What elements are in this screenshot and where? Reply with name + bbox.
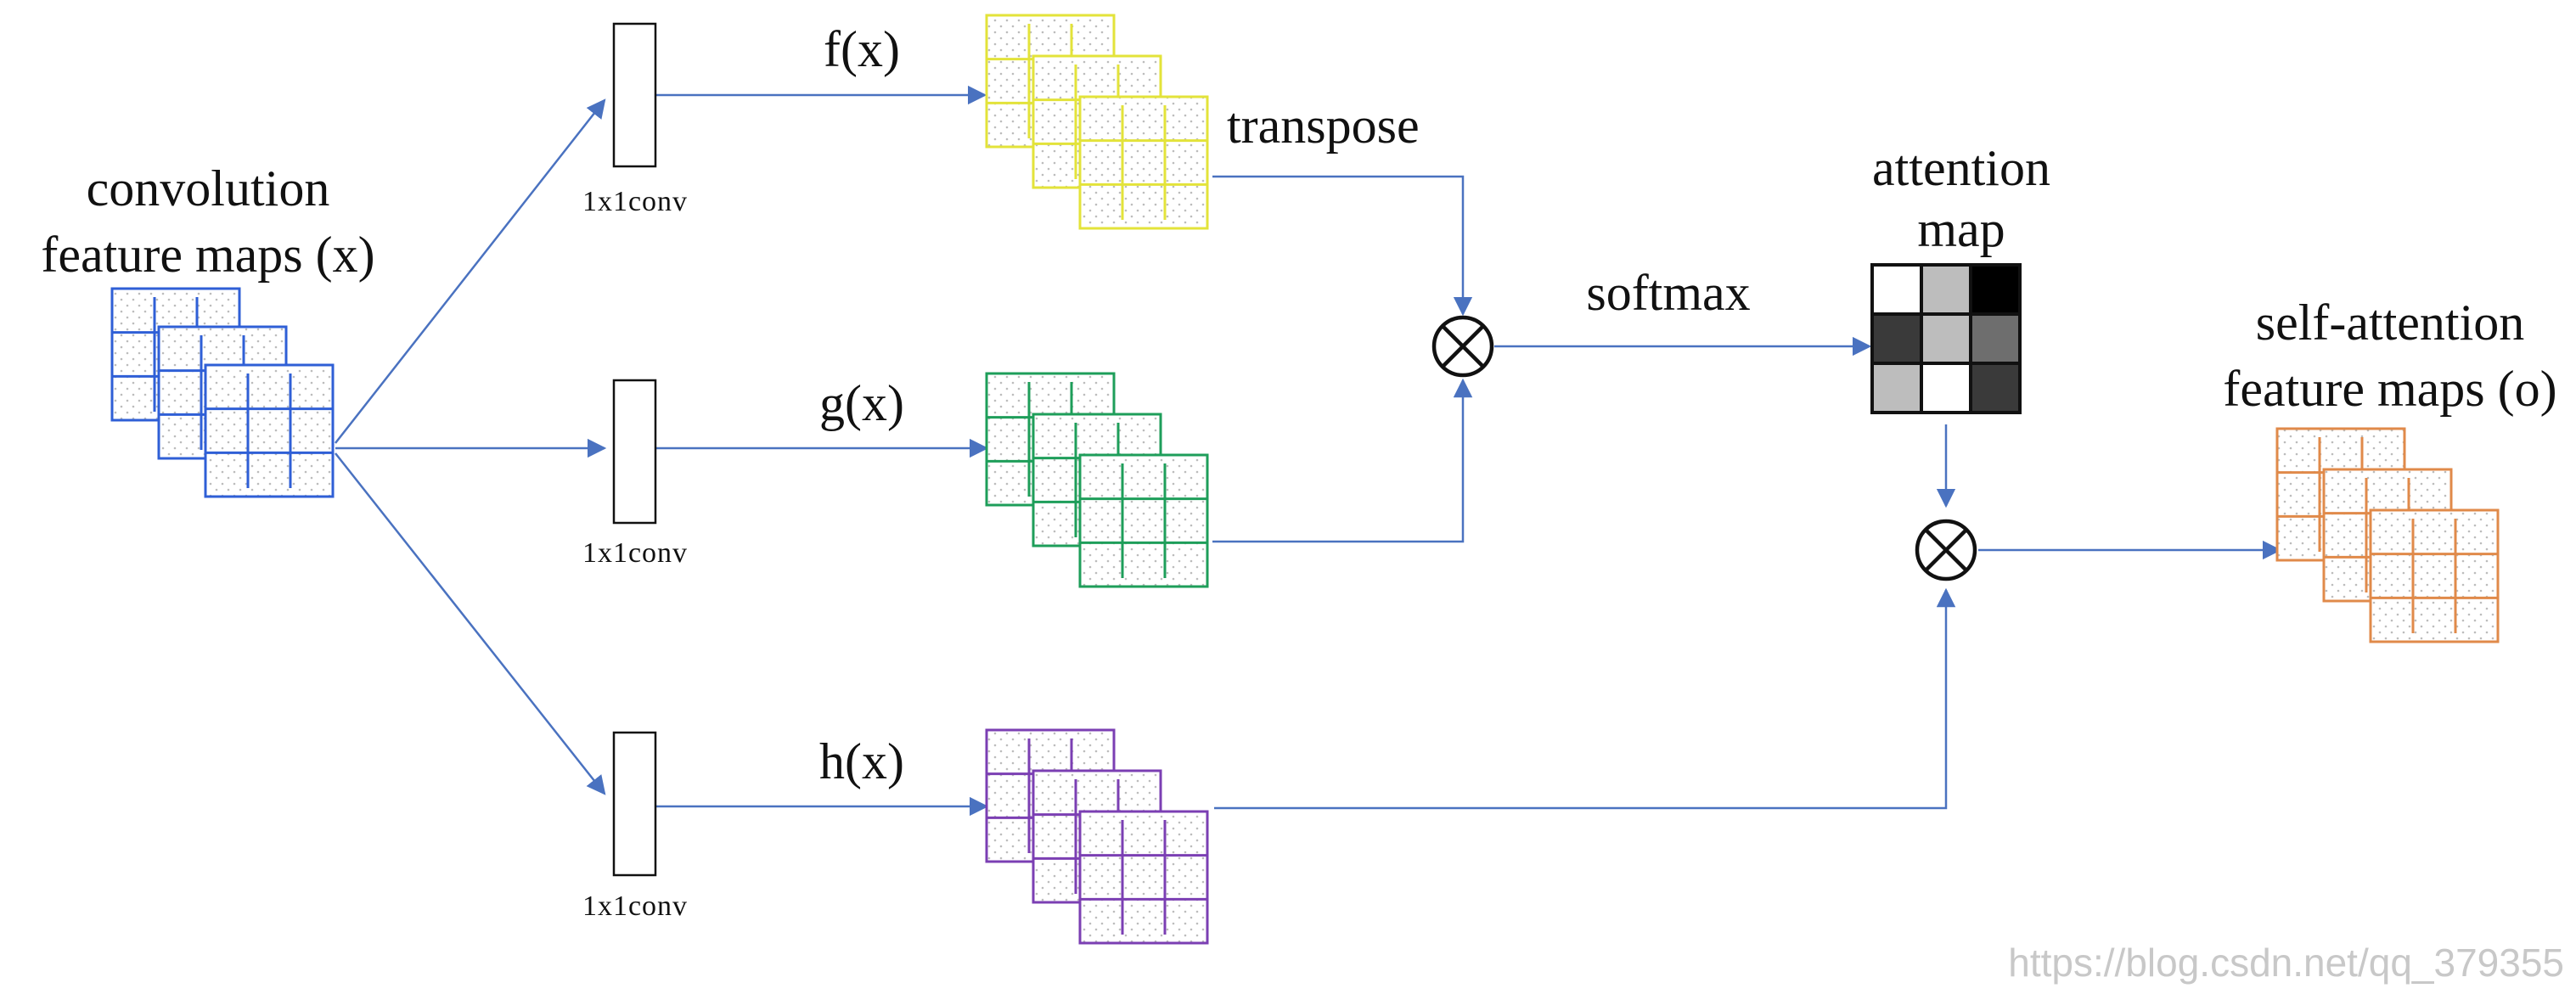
- f-map-card-3: [1078, 95, 1209, 230]
- edge-input-to-conv-f: [335, 98, 606, 444]
- multiply-operator-2: [1915, 519, 1977, 581]
- branch-h-conv-label: 1x1conv: [582, 890, 688, 922]
- branch-f-conv-label: 1x1conv: [582, 186, 688, 217]
- attention-cell-1-1: [1920, 312, 1972, 365]
- g-feature-map-stack: [985, 372, 1209, 588]
- branch-h-func-label: h(x): [819, 733, 904, 789]
- conv-box-f: [612, 22, 657, 168]
- conv-box-g: [612, 379, 657, 525]
- attention-cell-2-0: [1870, 362, 1923, 414]
- f-feature-map-stack: [985, 14, 1209, 230]
- edge-g-to-multiply: [1212, 378, 1473, 543]
- output-map-card-3: [2369, 508, 2500, 643]
- watermark: https://blog.csdn.net/qq_379355: [2008, 941, 2564, 985]
- attention-cell-2-1: [1920, 362, 1972, 414]
- h-map-card-3: [1078, 810, 1209, 945]
- h-feature-map-stack: [985, 728, 1209, 945]
- softmax-label: softmax: [1586, 265, 1750, 321]
- input-card-3: [204, 363, 335, 498]
- output-feature-map-stack: [2275, 427, 2500, 643]
- input-title-line1: convolution: [87, 160, 330, 216]
- branch-g-func-label: g(x): [819, 375, 904, 431]
- conv-box-h: [612, 731, 657, 877]
- attention-cell-0-2: [1969, 263, 2022, 316]
- edge-f-to-multiply: [1212, 175, 1473, 317]
- attention-title-line1: attention: [1872, 140, 2050, 196]
- output-title-line1: self-attention: [2256, 295, 2525, 351]
- branch-g-conv-label: 1x1conv: [582, 537, 688, 569]
- input-title-line2: feature maps (x): [41, 227, 374, 283]
- edges: [335, 85, 2282, 817]
- attention-cell-0-1: [1920, 263, 1972, 316]
- edge-h-to-multiply2: [1214, 587, 1956, 810]
- attention-cell-1-2: [1969, 312, 2022, 365]
- edge-input-to-conv-h: [335, 452, 606, 795]
- attention-map-grid: [1870, 263, 2022, 414]
- branch-f-func-label: f(x): [824, 21, 900, 77]
- g-map-card-3: [1078, 453, 1209, 588]
- multiply-operator-1: [1431, 315, 1494, 378]
- output-title-line2: feature maps (o): [2223, 361, 2556, 417]
- input-feature-map-stack: [110, 287, 335, 498]
- attention-title-line2: map: [1917, 201, 2005, 257]
- transpose-label: transpose: [1227, 98, 1420, 154]
- attention-cell-2-2: [1969, 362, 2022, 414]
- attention-cell-1-0: [1870, 312, 1923, 365]
- attention-cell-0-0: [1870, 263, 1923, 316]
